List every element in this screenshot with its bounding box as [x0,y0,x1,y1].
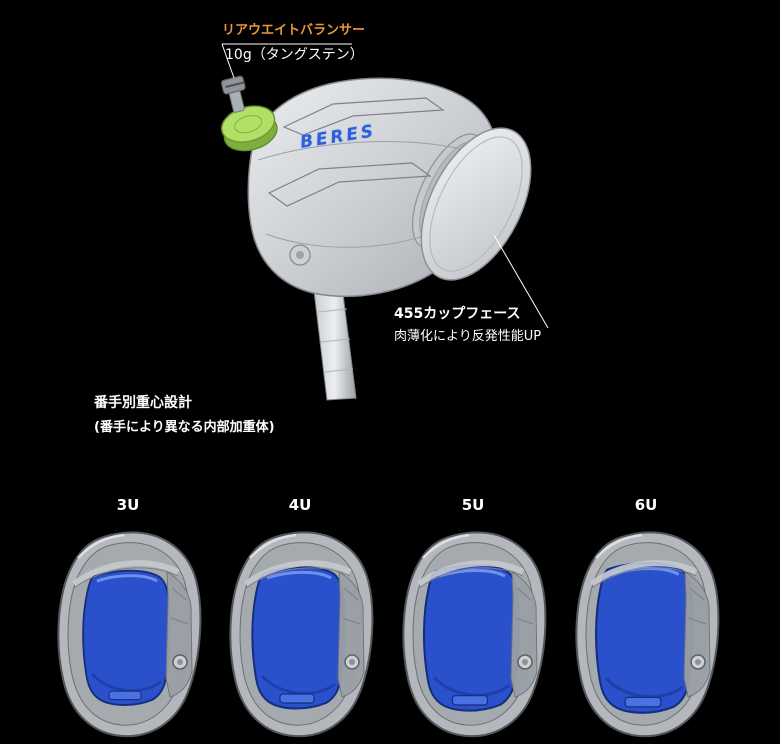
crown-lip [590,560,698,587]
leader-line-cup-face [493,234,549,329]
cup-face-line1: 455カップフェース [394,306,521,322]
hosel-structure [683,571,711,698]
cg-design-line1: 番手別重心設計 [94,395,192,411]
club-section-3u: 3U [50,496,206,744]
crown-lip [72,560,180,587]
rear-weight-balancer [220,75,278,152]
club-section-5u: 5U [395,496,551,744]
leader-line-rear-weight [221,43,235,79]
internal-weight-blue [422,564,520,712]
club-section-6u: 6U [568,496,724,744]
club-section-art [395,528,551,744]
club-cross-section [402,531,547,738]
hosel-structure [337,571,365,698]
cg-design-line2: (番手により異なる内部加重体) [94,419,275,435]
club-label: 3U [116,496,140,514]
shaft [312,277,357,401]
club-section-4u: 4U [222,496,378,744]
club-head-illustration [220,43,549,401]
hosel-structure [165,571,193,698]
hosel-structure [510,571,538,698]
club-label: 6U [634,496,658,514]
club-cross-section [575,531,720,738]
rear-weight-title: リアウエイトバランサー [222,23,366,38]
cup-face-annotation: 455カップフェース 肉薄化により反発性能UP [394,306,541,345]
club-section-art [50,528,206,744]
leader-lines [221,43,549,329]
crown-chevron-upper [282,97,445,136]
club-section-art [568,528,724,744]
internal-weight-blue [251,566,346,710]
crown-lip [417,560,525,587]
cup-face-plate [420,127,532,281]
club-label: 5U [461,496,485,514]
internal-weight-blue [595,561,694,714]
club-section-art [222,528,378,744]
internal-weight-blue [82,569,171,706]
crown-chevron-lower [267,162,432,207]
club-cross-section [57,531,202,738]
cup-face-line2: 肉薄化により反発性能UP [394,328,542,344]
rear-weight-subtitle: 10g（タングステン） [225,47,364,63]
club-label: 4U [288,496,312,514]
crown-lip [244,560,352,587]
club-cross-section [229,531,374,738]
cg-design-annotation: 番手別重心設計 (番手により異なる内部加重体) [94,395,275,436]
weight-screw [220,75,246,113]
